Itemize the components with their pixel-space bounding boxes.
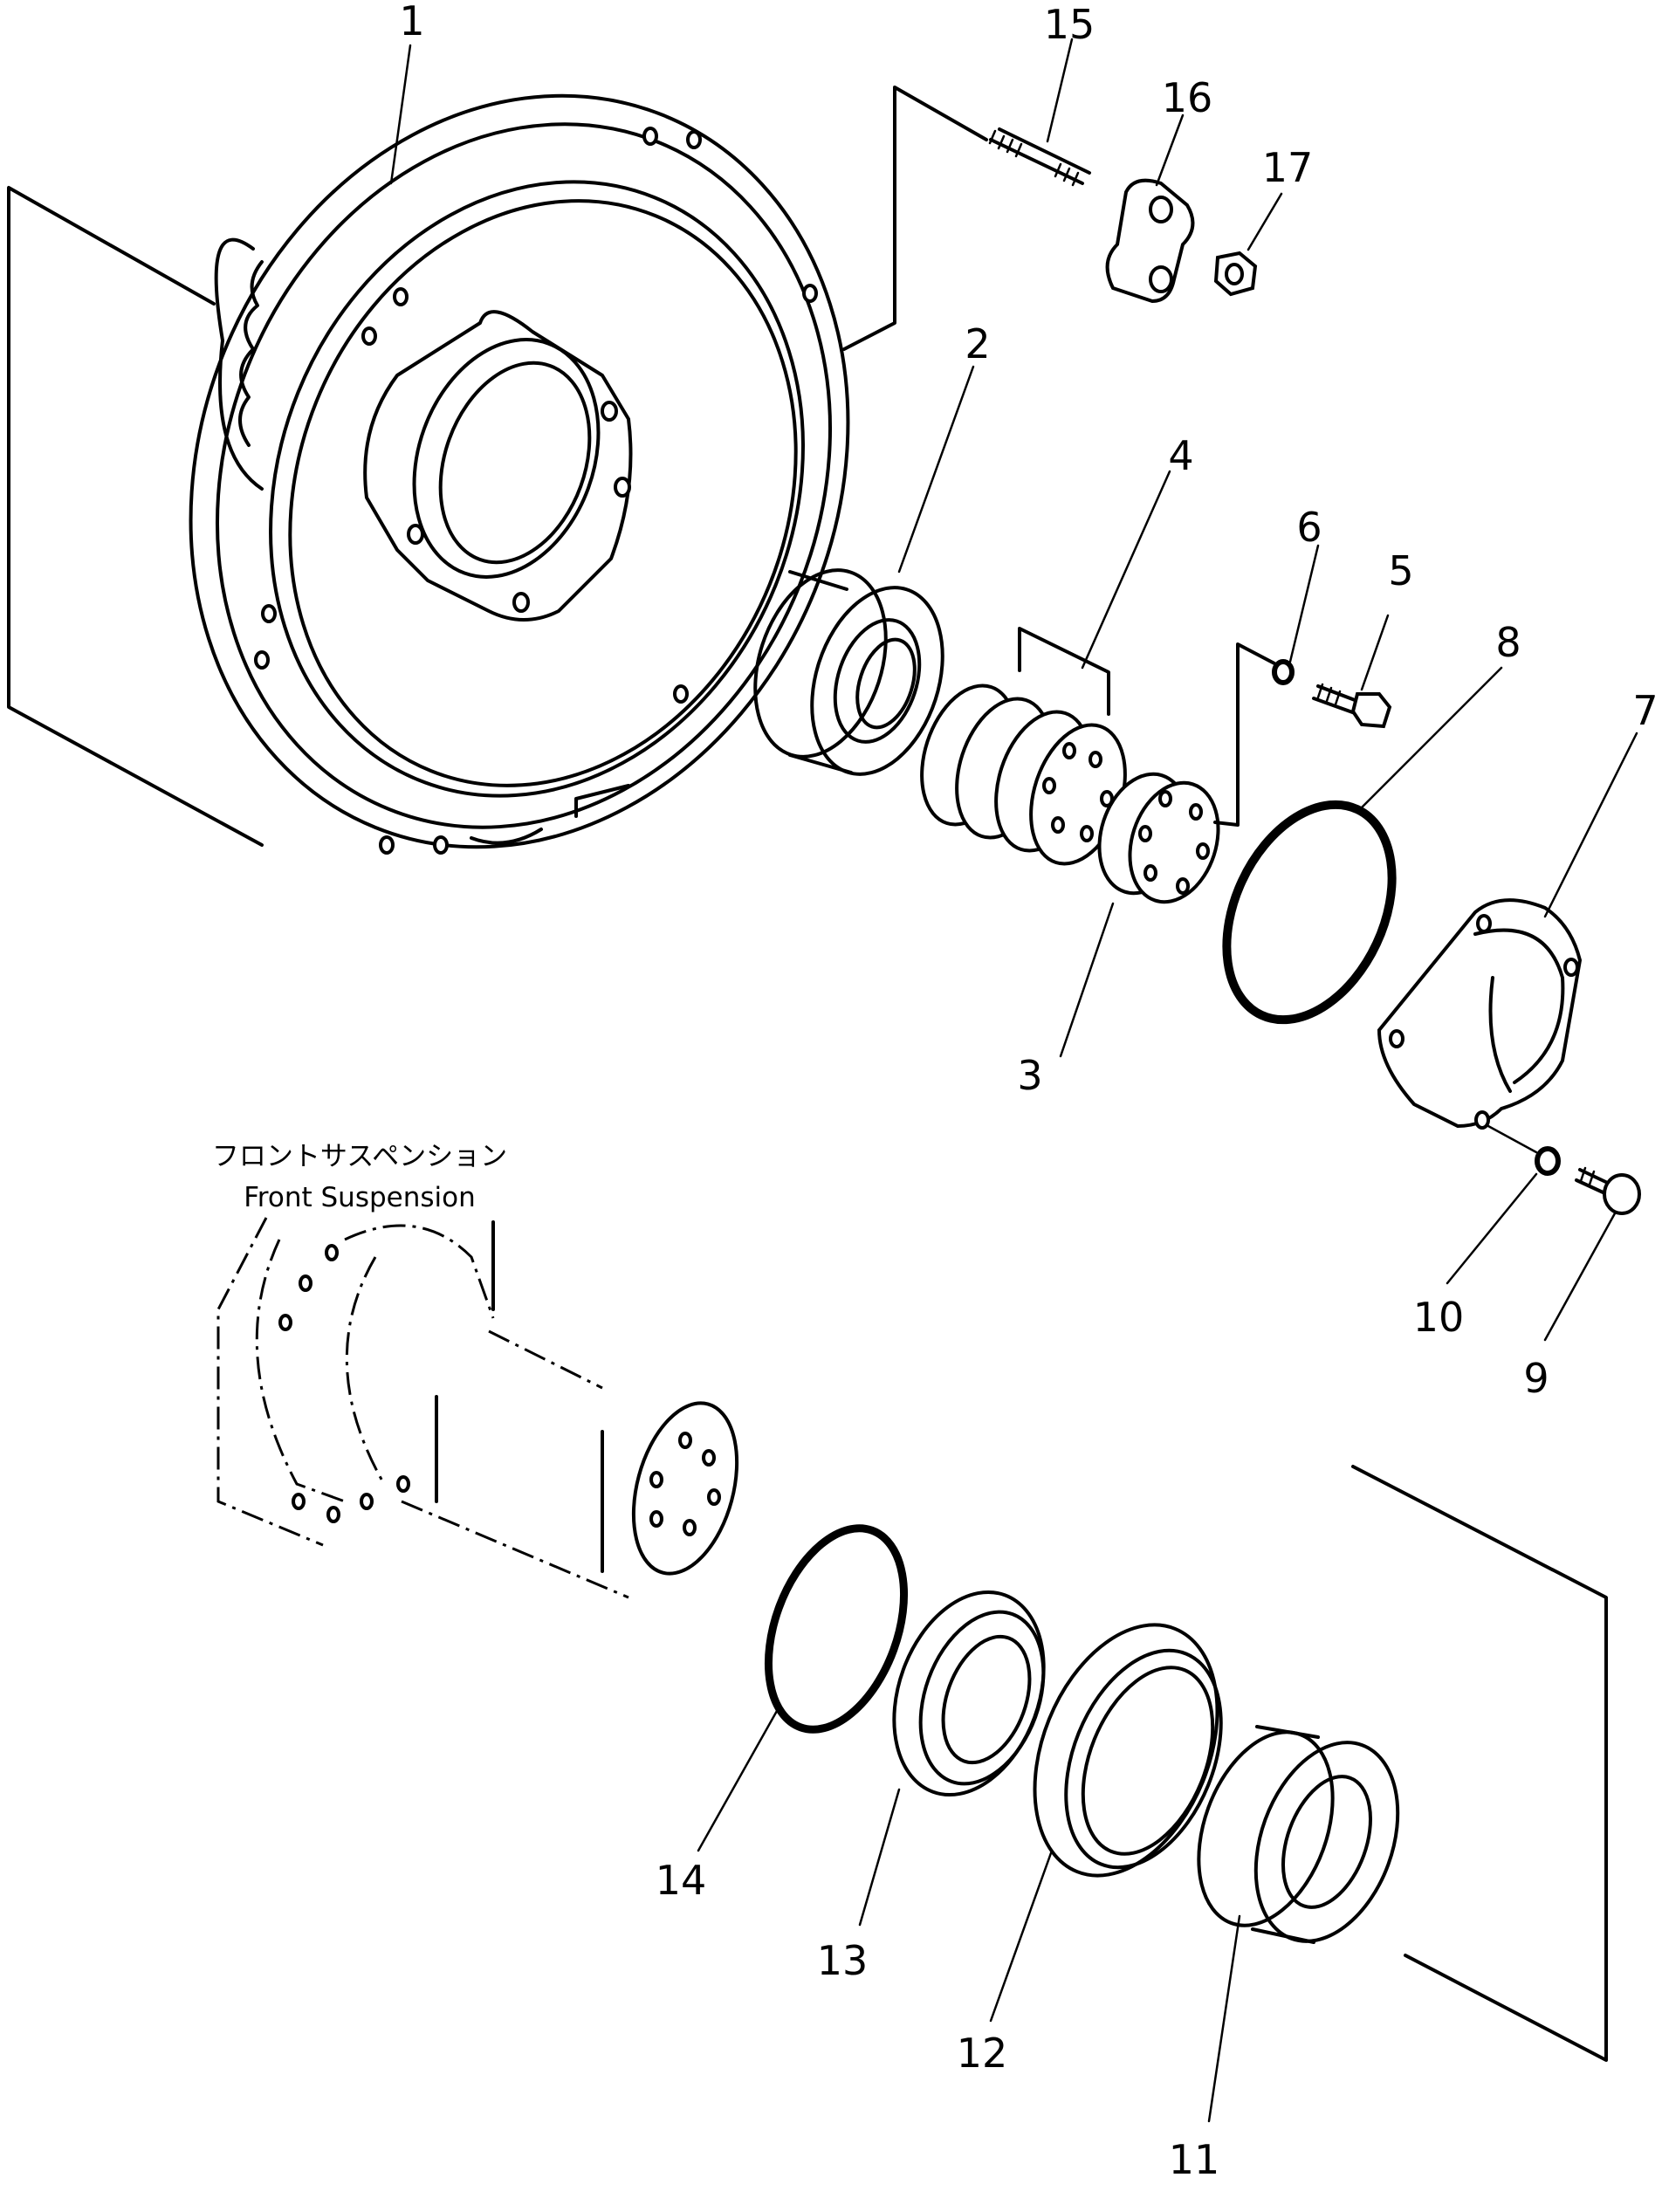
bearing-part-11 (1197, 1725, 1400, 1944)
label-1: 1 (399, 0, 424, 45)
stud-part-15 (988, 127, 1091, 187)
seal-part-13 (892, 1590, 1046, 1797)
washer-part-10 (1535, 1146, 1561, 1176)
label-5: 5 (1388, 547, 1413, 594)
label-7: 7 (1632, 687, 1658, 734)
washer-part-6 (1272, 659, 1295, 685)
bearing-part-2 (753, 568, 944, 776)
front-suspension-spindle (216, 1217, 739, 1599)
bearing-race-part-12 (1033, 1623, 1223, 1878)
bolt-part-9 (1575, 1166, 1641, 1215)
lock-plate-part-16 (1105, 178, 1195, 304)
caption-en: Front Suspension (244, 1182, 476, 1213)
cover-part-7 (1377, 898, 1583, 1130)
label-6: 6 (1296, 504, 1322, 551)
nut-part-17 (1213, 251, 1258, 297)
leader-bracket-10 (1487, 1124, 1538, 1154)
label-12: 12 (957, 2030, 1008, 2077)
label-10: 10 (1413, 1294, 1465, 1341)
leader-bracket-11 (1351, 1465, 1608, 2062)
leader-bracket-15 (842, 86, 988, 351)
housing-part-1 (7, 93, 850, 855)
leader-bracket-5 (1213, 642, 1276, 827)
label-13: 13 (817, 1937, 869, 1984)
part-labels: 1 15 16 17 2 4 6 5 8 7 3 10 9 14 13 12 1… (399, 0, 1658, 2183)
o-ring-part-8 (1222, 800, 1397, 1025)
label-3: 3 (1017, 1052, 1042, 1099)
label-4: 4 (1168, 432, 1193, 479)
front-suspension-caption: フロントサスペンション Front Suspension (212, 1141, 507, 1213)
caption-jp: フロントサスペンション (212, 1141, 507, 1172)
leader-lines (389, 38, 1638, 2123)
flange-holes (254, 127, 818, 855)
label-14: 14 (656, 1857, 707, 1904)
label-2: 2 (965, 320, 990, 368)
label-11: 11 (1169, 2136, 1220, 2183)
label-8: 8 (1495, 619, 1521, 666)
label-15: 15 (1044, 1, 1095, 48)
bolt-part-5 (1312, 683, 1392, 729)
o-ring-part-14 (764, 1524, 909, 1734)
label-16: 16 (1162, 74, 1213, 121)
retainer-part-3 (1097, 772, 1220, 904)
label-17: 17 (1262, 144, 1314, 191)
label-9: 9 (1523, 1355, 1549, 1402)
